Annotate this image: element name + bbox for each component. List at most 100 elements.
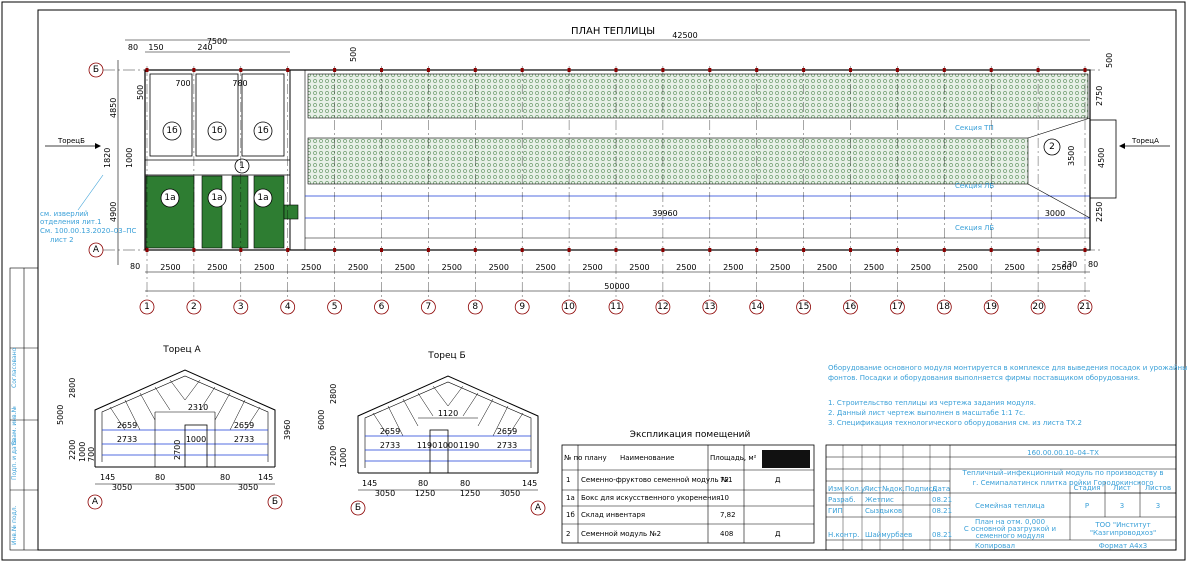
- tb-col-izm: Изм.: [828, 485, 844, 493]
- dim-1820: 1820: [103, 148, 112, 168]
- dim-80-left: 80: [130, 262, 140, 271]
- tb-stage-hdr: Стадия: [1074, 484, 1101, 492]
- sa-dim-2200: 2200: [68, 440, 77, 460]
- tb-date-1: 08.21: [932, 496, 952, 504]
- axis-circle-9: [514, 299, 530, 315]
- spacing-dim-19: 2500: [1004, 263, 1024, 272]
- room-1a-c: 1а: [257, 193, 268, 203]
- axis-circle-15: [796, 299, 811, 315]
- section-a-drawing: 2310 2659 2659 2733 2733 1000 2800 5000 …: [56, 369, 292, 510]
- stamp-agreed: Согласовано: [11, 347, 18, 388]
- axis-circle-17: [890, 299, 905, 315]
- expl-row-1-name: Семенно-фруктово семенной модуль №1: [581, 476, 733, 484]
- sb-dim-1000l: 1000: [339, 448, 348, 468]
- sb-axis-a: А: [535, 503, 542, 513]
- tb-col-sign: Подпись: [905, 485, 937, 493]
- title-block: 160.00.00.10–04–ТХ Тепличный–инфекционны…: [825, 444, 1177, 551]
- dim-total-50000: 50000: [604, 282, 629, 291]
- post-bottom-7: [426, 248, 430, 252]
- post-bottom-3: [239, 248, 243, 252]
- spacing-dim-10: 2500: [582, 263, 602, 272]
- post-bottom-19: [989, 248, 993, 252]
- spacing-dim-20: 2500: [1051, 263, 1071, 272]
- axis-circle-2: [186, 299, 202, 315]
- section-b-title: Торец Б: [427, 351, 465, 361]
- section-b-drawing: 1120 2659 2659 2733 2733 1190 1000 1190 …: [317, 375, 546, 516]
- dim-700-room: 700: [175, 79, 190, 88]
- sa-dim-2733: 2733: [117, 435, 137, 444]
- axis-label-9: 9: [519, 302, 525, 312]
- spacing-dim-16: 2500: [864, 263, 884, 272]
- expl-row-4-num: 2: [566, 530, 570, 538]
- post-top-3: [239, 68, 243, 72]
- sa-dim-1000l: 1000: [78, 442, 87, 462]
- sa-dim-80b: 80: [220, 473, 230, 482]
- axis-b-label: Б: [93, 65, 99, 75]
- sb-dim-2733b: 2733: [497, 441, 517, 450]
- right-notes: Оборудование основного модуля монтируетс…: [828, 364, 1187, 427]
- tb-stage: Р: [1085, 502, 1089, 510]
- axis-circle-18: [936, 299, 952, 315]
- spacing-dim-4: 2500: [301, 263, 321, 272]
- sb-dim-3050: 3050: [375, 489, 395, 498]
- tb-sheets-hdr: Листов: [1145, 484, 1171, 492]
- axis-label-10: 10: [563, 302, 575, 312]
- post-top-13: [708, 68, 712, 72]
- post-top-18: [942, 68, 946, 72]
- end-b-label: ТорецБ: [57, 137, 85, 145]
- post-bottom-18: [942, 248, 946, 252]
- note-r5: 3. Спецификация технологического оборудо…: [828, 419, 1082, 427]
- axis-circle-13: [702, 299, 718, 315]
- post-top-10: [567, 68, 571, 72]
- post-top-9: [520, 68, 524, 72]
- sa-dim-2700: 2700: [173, 440, 182, 460]
- right-vestibule: 2 4500 3500 2750 2250 500 230 80: [1043, 53, 1117, 269]
- axis-circle-19: [983, 299, 999, 315]
- left-note-2: отделения лит.1: [40, 218, 102, 226]
- post-bottom-12: [661, 248, 665, 252]
- sa-dim-2659b: 2659: [234, 421, 254, 430]
- expl-row-2-num: 1а: [566, 494, 575, 502]
- row-label-1: Секция ТП: [955, 124, 994, 132]
- tb-project-2: г. Семипалатинск плитка ройки Городокинс…: [972, 479, 1153, 487]
- spacing-dim-15: 2500: [817, 263, 837, 272]
- axis-circle-1: [139, 299, 155, 315]
- dim-4500-right: 4500: [1097, 148, 1106, 168]
- post-top-19: [989, 68, 993, 72]
- dim-240-top: 240: [197, 43, 212, 52]
- dim-230: 230: [1062, 260, 1077, 269]
- axis-label-5: 5: [332, 302, 338, 312]
- spacing-dim-5: 2500: [348, 263, 368, 272]
- post-bottom-8: [473, 248, 477, 252]
- tb-col-date: Дата: [932, 485, 950, 493]
- sb-dim-2733: 2733: [380, 441, 400, 450]
- plan-title: ПЛАН ТЕПЛИЦЫ: [571, 26, 655, 37]
- dim-4900: 4900: [109, 202, 118, 222]
- post-bottom-2: [192, 248, 196, 252]
- tb-role-1: Разраб.: [828, 496, 856, 504]
- axis-label-3: 3: [238, 302, 244, 312]
- room-1b-c: 1б: [257, 126, 269, 136]
- axis-label-21: 21: [1079, 302, 1090, 312]
- post-top-21: [1083, 68, 1087, 72]
- crop-beds: [307, 73, 1089, 185]
- post-top-7: [426, 68, 430, 72]
- stamp-sign: Подп. и дата: [11, 439, 18, 480]
- sb-dim-80b: 80: [460, 479, 470, 488]
- sa-dim-3050b: 3050: [238, 483, 258, 492]
- axis-circle-12: [655, 299, 671, 315]
- axis-label-14: 14: [751, 302, 763, 312]
- sb-dim-1120: 1120: [438, 409, 458, 418]
- axis-label-12: 12: [657, 302, 668, 312]
- post-bottom-11: [614, 248, 618, 252]
- spacing-dim-7: 2500: [442, 263, 462, 272]
- expl-row-3-name: Склад инвентаря: [581, 511, 645, 519]
- tb-code: 160.00.00.10–04–ТХ: [1027, 449, 1099, 457]
- spacing-dim-11: 2500: [629, 263, 649, 272]
- sa-dim-145: 145: [100, 473, 115, 482]
- axis-label-19: 19: [985, 302, 997, 312]
- marker-2: 2: [1049, 142, 1055, 152]
- tb-col-doc: №док.: [882, 485, 905, 493]
- sa-axis-a: А: [92, 497, 99, 507]
